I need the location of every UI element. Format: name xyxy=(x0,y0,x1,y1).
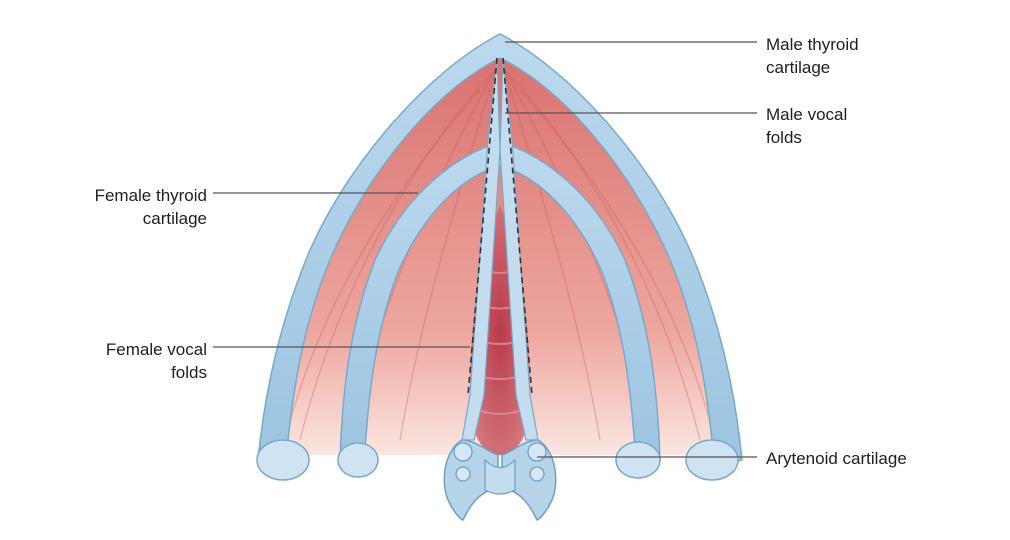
female-thyroid-horn-right xyxy=(615,441,661,479)
label-male-thyroid-cartilage: Male thyroid cartilage xyxy=(766,35,859,77)
male-thyroid-horn-right xyxy=(685,439,739,481)
label-arytenoid-cartilage: Arytenoid cartilage xyxy=(766,449,907,468)
female-thyroid-horn-left xyxy=(337,442,379,478)
arytenoid-process-right-1 xyxy=(527,442,547,462)
arytenoid-process-left-1 xyxy=(453,442,473,462)
arytenoid-process-left-2 xyxy=(455,466,471,482)
leader-lines xyxy=(213,41,757,458)
label-male-vocal-folds: Male vocal folds xyxy=(766,105,848,147)
male-vocal-fold-dashes xyxy=(467,57,533,396)
label-female-thyroid-cartilage: Female thyroid cartilage xyxy=(94,186,207,228)
male-thyroid-horn-left xyxy=(256,439,310,481)
male-thyroid-cartilage xyxy=(257,33,743,469)
arytenoid-bridge xyxy=(484,458,516,495)
arytenoid-process-right-2 xyxy=(529,466,545,482)
label-female-vocal-folds: Female vocal folds xyxy=(105,340,207,382)
